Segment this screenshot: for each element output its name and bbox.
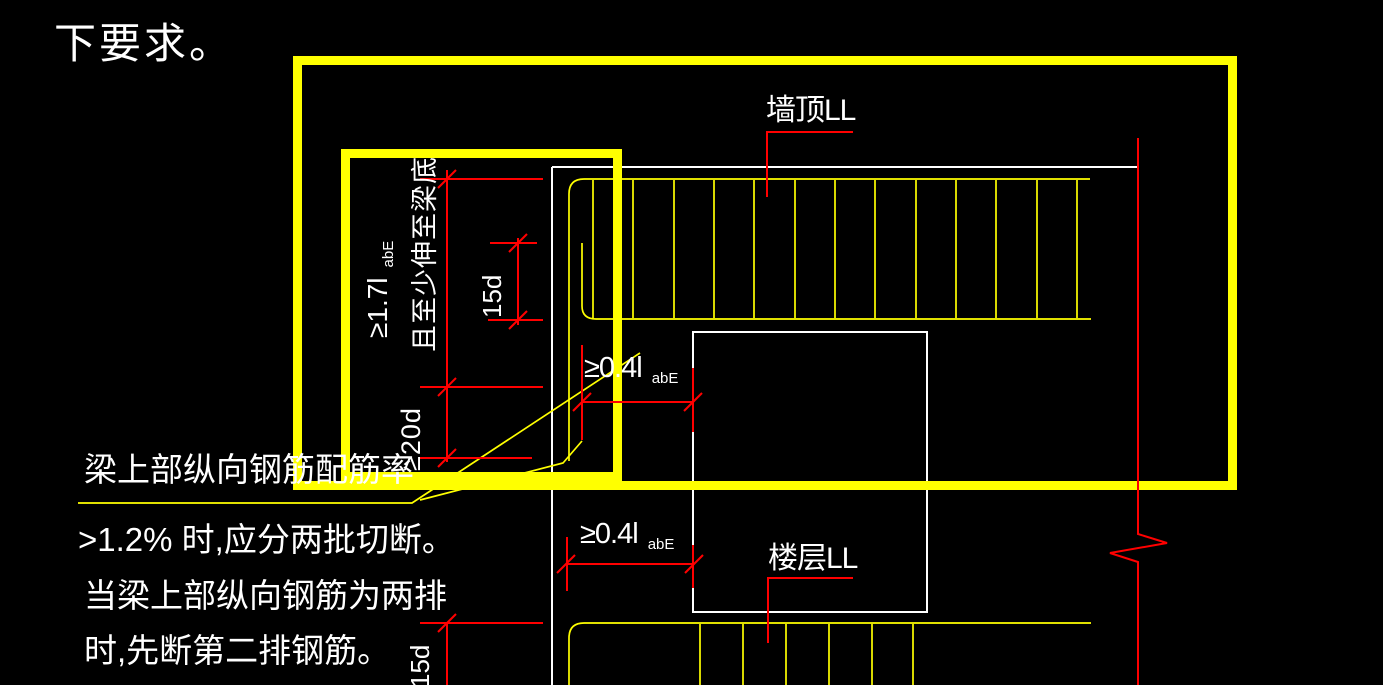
dim-subscript: abE xyxy=(647,536,675,553)
dim-value: ≥0.4l xyxy=(580,518,639,550)
note-paragraph-line-4: 时,先断第二排钢筋。 xyxy=(84,632,391,669)
highlight-boxes xyxy=(293,56,1237,490)
highlight-box-outer xyxy=(293,56,1237,490)
dim-label-15d-bottom-rotated: 15d xyxy=(405,644,435,685)
dim-label-17labe-rotated: ≥1.7l abE xyxy=(362,241,397,338)
wall-top-beam-label: 墙顶LL xyxy=(766,94,856,127)
bottom-beam-stirrup-hatch xyxy=(699,624,914,685)
section-break-line xyxy=(1109,138,1168,685)
note-paragraph-line-2: >1.2% 时,应分两批切断。 xyxy=(78,521,455,558)
wall-top-beam-leader xyxy=(766,131,853,197)
dim-note-reach-beam-bottom-rotated: 且至少伸至梁底 xyxy=(410,156,440,352)
dim-value: ≥1.7l xyxy=(362,277,393,338)
dim-value: ≥0.4l xyxy=(584,352,643,384)
highlight-box-inner xyxy=(341,149,622,481)
dim-subscript: abE xyxy=(380,240,397,268)
top-beam-top-bar-hook xyxy=(568,178,1090,461)
wall-outlines xyxy=(551,166,1137,685)
wall-opening-outline xyxy=(692,331,928,613)
dimension-ticks xyxy=(437,169,704,633)
note-paragraph-line-1: 梁上部纵向钢筋配筋率 xyxy=(84,451,414,488)
note-paragraph-line-3: 当梁上部纵向钢筋为两排 xyxy=(84,577,447,614)
dim-label-04labe-bottom: ≥0.4l abE xyxy=(580,518,674,553)
top-beam-bottom-bar-hook xyxy=(581,243,1091,320)
dim-label-15d-top-rotated: 15d xyxy=(477,274,507,318)
rebar-linework xyxy=(78,178,1091,685)
top-beam-stirrup-hatch xyxy=(592,180,1078,318)
bottom-beam-top-bar-hook xyxy=(568,622,1091,685)
dim-label-04labe-top: ≥0.4l abE xyxy=(584,352,678,387)
note-leader-line-long xyxy=(78,352,641,504)
floor-beam-label: 楼层LL xyxy=(768,542,858,575)
dimension-linework xyxy=(420,131,1168,685)
dim-subscript: abE xyxy=(651,370,679,387)
floor-beam-leader xyxy=(767,577,853,643)
note-leader-line-short xyxy=(419,440,583,501)
page-note-text: 下要求。 xyxy=(54,20,235,67)
